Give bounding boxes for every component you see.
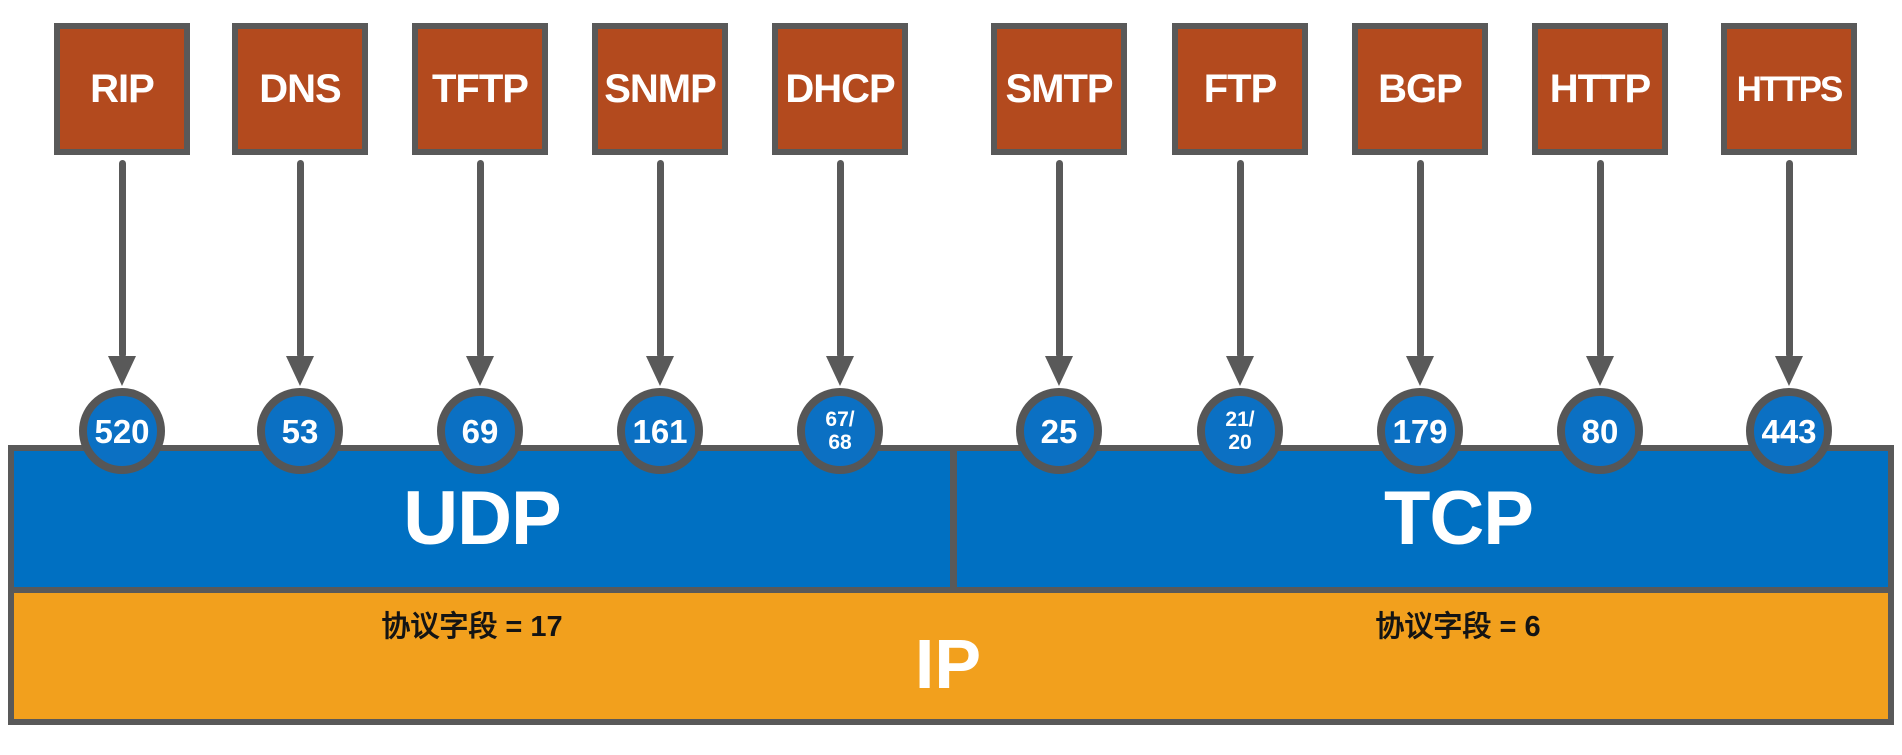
protocol-box-label: DNS xyxy=(259,67,341,111)
port-circle: 25 xyxy=(1016,388,1102,474)
arrow-line xyxy=(1596,160,1604,358)
arrow-line xyxy=(836,160,844,358)
port-circle: 80 xyxy=(1557,388,1643,474)
arrow-down-icon xyxy=(1775,356,1803,386)
protocol-box-label: BGP xyxy=(1378,67,1463,111)
arrow-line xyxy=(1055,160,1063,358)
protocol-box-label: HTTPS xyxy=(1736,69,1844,109)
protocol-box: RIP xyxy=(54,23,190,155)
arrow-down-icon xyxy=(466,356,494,386)
port-number-label: 53 xyxy=(281,412,319,450)
protocol-box: HTTP xyxy=(1532,23,1668,155)
port-number-label: 67/68 xyxy=(825,407,855,454)
port-circle: 179 xyxy=(1377,388,1463,474)
arrow-down-icon xyxy=(1406,356,1434,386)
port-number-label: 21/20 xyxy=(1225,407,1255,454)
arrow-line xyxy=(296,160,304,358)
arrow-down-icon xyxy=(286,356,314,386)
protocol-box-label: SMTP xyxy=(1005,67,1113,111)
arrow-down-icon xyxy=(826,356,854,386)
port-number-label: 520 xyxy=(94,412,150,450)
protocol-box-label: SNMP xyxy=(604,67,717,111)
protocol-box: SMTP xyxy=(991,23,1127,155)
udp-label: UDP xyxy=(403,476,561,561)
protocol-box: DNS xyxy=(232,23,368,155)
arrow-line xyxy=(656,160,664,358)
arrow-down-icon xyxy=(1045,356,1073,386)
port-circle: 67/68 xyxy=(797,388,883,474)
port-circle: 520 xyxy=(79,388,165,474)
port-circle: 443 xyxy=(1746,388,1832,474)
protocol-box: TFTP xyxy=(412,23,548,155)
protocol-box: HTTPS xyxy=(1721,23,1857,155)
arrow-down-icon xyxy=(1226,356,1254,386)
arrow-line xyxy=(118,160,126,358)
protocol-box: DHCP xyxy=(772,23,908,155)
ip-section: 协议字段 = 17 协议字段 = 6 IP xyxy=(14,593,1888,719)
arrow-line xyxy=(1785,160,1793,358)
transport-ip-divider xyxy=(14,587,1888,593)
protocol-box-label: FTP xyxy=(1203,67,1278,111)
protocol-box-label: DHCP xyxy=(785,67,895,111)
arrow-line xyxy=(1236,160,1244,358)
arrow-down-icon xyxy=(108,356,136,386)
tcp-label: TCP xyxy=(1384,476,1534,561)
arrow-line xyxy=(476,160,484,358)
port-number-label: 25 xyxy=(1040,412,1078,450)
port-circle: 21/20 xyxy=(1197,388,1283,474)
protocol-box-label: HTTP xyxy=(1549,67,1651,111)
protocol-box: BGP xyxy=(1352,23,1488,155)
arrow-down-icon xyxy=(1586,356,1614,386)
port-number-label: 80 xyxy=(1581,412,1619,450)
port-number-label: 161 xyxy=(632,412,688,450)
port-circle: 161 xyxy=(617,388,703,474)
port-number-label: 179 xyxy=(1392,412,1448,450)
arrow-line xyxy=(1416,160,1424,358)
port-number-label: 69 xyxy=(461,412,499,450)
tcp-protocol-field-label: 协议字段 = 6 xyxy=(1375,611,1541,643)
port-circle: 69 xyxy=(437,388,523,474)
protocol-box-label: TFTP xyxy=(432,67,529,111)
ip-label: IP xyxy=(914,625,982,703)
protocol-box: SNMP xyxy=(592,23,728,155)
layer-stack: UDP TCP 协议字段 = 17 协议字段 = 6 IP xyxy=(8,445,1894,725)
udp-protocol-field-label: 协议字段 = 17 xyxy=(381,611,563,643)
port-number-label: 443 xyxy=(1761,412,1817,450)
protocol-box-label: RIP xyxy=(90,67,155,111)
arrow-down-icon xyxy=(646,356,674,386)
protocol-box: FTP xyxy=(1172,23,1308,155)
port-circle: 53 xyxy=(257,388,343,474)
udp-tcp-divider xyxy=(950,451,957,587)
